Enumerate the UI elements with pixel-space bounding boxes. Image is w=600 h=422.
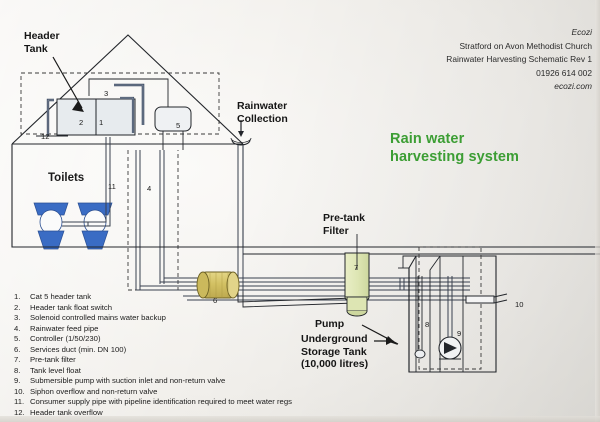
legend-item-number: 8. [14, 365, 21, 375]
diagram-number-6: 6 [213, 296, 218, 305]
document-title: Rainwater Harvesting Schematic Rev 1 [446, 54, 592, 65]
legend-item-number: 3. [14, 313, 21, 323]
legend-item-label: Cat 5 header tank [30, 292, 92, 301]
consumer-supply-pipe-11 [62, 137, 111, 227]
callout-leaders [52, 56, 399, 345]
diagram-number-12: 12 [41, 132, 50, 141]
diagram-number-1: 1 [99, 118, 104, 127]
legend-item: 4. Rainwater feed pipe [14, 324, 434, 335]
page-title-line2: harvesting system [390, 149, 520, 165]
legend-item: 6. Services duct (min. DN 100) [14, 345, 434, 356]
legend-item-label: Siphon overflow and non-return valve [30, 386, 158, 396]
legend-item-label: Services duct (min. DN 100) [30, 344, 127, 354]
legend-item-label: Rainwater feed pipe [30, 323, 99, 333]
diagram-number-8: 8 [425, 320, 430, 329]
ground-line [12, 246, 600, 255]
legend-item-number: 1. [14, 292, 21, 301]
siphon-overflow-10 [465, 293, 508, 304]
client-name: Stratford on Avon Methodist Church [459, 40, 592, 51]
diagram-number-2: 2 [79, 118, 84, 127]
legend-item-number: 6. [14, 344, 21, 354]
pre-tank-filter-7 [344, 234, 370, 317]
page-title-line1: Rain water [390, 131, 465, 147]
legend-item-label: Controller (1/50/230) [30, 334, 101, 344]
legend-item-number: 12. [14, 408, 25, 418]
legend-item: 7. Pre-tank filter [14, 355, 434, 366]
diagram-number-10: 10 [515, 300, 524, 309]
legend-item-number: 9. [14, 376, 21, 386]
legend-item-label: Pre-tank filter [30, 355, 76, 365]
label-pump: Pump [315, 318, 345, 330]
toilets-group [33, 202, 113, 250]
legend-item-label: Solenoid controlled mains water backup [30, 313, 166, 323]
drain-to-filter [237, 292, 356, 308]
rainwater-feed-pipe-4 [135, 150, 165, 290]
legend-item: 10. Siphon overflow and non-return valve [14, 387, 434, 398]
label-toilets: Toilets [48, 172, 85, 184]
services-duct-6 [196, 271, 240, 299]
legend-item-number: 7. [14, 355, 21, 365]
rainwater-collection-downpipe [230, 120, 252, 292]
label-header-tank-line1: Header [24, 30, 60, 42]
label-rainwater-line1: Rainwater [237, 100, 288, 112]
solenoid-mains-backup [88, 78, 169, 125]
company-name: Ecozi [571, 27, 592, 37]
label-pre-tank-filter: Pre-tank Filter [323, 212, 365, 237]
legend-item: 11. Consumer supply pipe with pipeline id… [14, 397, 434, 408]
label-pretank-line2: Filter [323, 224, 349, 237]
label-underground-storage-tank: Underground Storage Tank (10,000 litres) [301, 333, 368, 371]
legend-item-label: Consumer supply pipe with pipeline ident… [30, 397, 292, 407]
diagram-number-9: 9 [457, 329, 462, 338]
phone-number: 01926 614 002 [536, 67, 592, 78]
label-underground-line2: Storage Tank [301, 345, 367, 358]
legend-item: 8. Tank level float [14, 366, 434, 377]
label-rainwater-line2: Collection [237, 112, 288, 125]
legend-item: 2. Header tank float switch [14, 303, 434, 314]
legend-item-label: Submersible pump with suction inlet and … [30, 376, 226, 386]
legend-item-label: Header tank float switch [30, 302, 113, 312]
label-pretank-line1: Pre-tank [323, 212, 366, 224]
legend-item-number: 11. [14, 397, 25, 407]
legend-item-number: 5. [14, 334, 21, 344]
page-title: Rain water harvesting system [390, 130, 519, 166]
label-rainwater-collection: Rainwater Collection [237, 100, 288, 125]
legend-list: 1. Cat 5 header tank 2. Header tank float s… [14, 292, 434, 419]
label-underground-line3: (10,000 litres) [301, 358, 369, 371]
legend-item-label: Tank level float [30, 365, 81, 375]
legend-item-number: 2. [14, 302, 21, 312]
page-edge-right [595, 0, 600, 422]
page-edge-bottom [0, 416, 600, 422]
legend-item: 9. Submersible pump with suction inlet an… [14, 376, 434, 387]
legend-item-label: Header tank overflow [30, 408, 103, 418]
diagram-number-11: 11 [108, 182, 116, 191]
legend-item: 5. Controller (1/50/230) [14, 334, 434, 345]
header-tank [56, 98, 136, 136]
label-header-tank: Header Tank [24, 30, 60, 55]
submersible-pump-9 [438, 276, 462, 360]
legend-item: 1. Cat 5 header tank [14, 292, 434, 303]
header-block: Ecozi Stratford on Avon Methodist Church… [446, 26, 592, 94]
label-header-tank-line2: Tank [24, 42, 48, 55]
diagram-number-4: 4 [147, 184, 152, 193]
tank-inlet-pipes [399, 278, 405, 290]
tank-inlet-elbow [120, 96, 135, 133]
pump-access-dashed-zone [418, 246, 482, 370]
controller-box [154, 106, 192, 150]
legend-item-number: 4. [14, 323, 21, 333]
diagram-number-7: 7 [354, 263, 359, 272]
tank-level-float-8 [414, 276, 426, 359]
diagram-number-5: 5 [176, 121, 181, 130]
header-tank-overflow-pipe [36, 98, 68, 137]
website: ecozi.com [554, 81, 592, 92]
legend-item-number: 10. [14, 386, 25, 396]
legend-item: 12. Header tank overflow [14, 408, 434, 419]
label-underground-line1: Underground [301, 333, 368, 345]
legend-item: 3. Solenoid controlled mains water backup [14, 313, 434, 324]
diagram-number-3: 3 [104, 89, 109, 98]
